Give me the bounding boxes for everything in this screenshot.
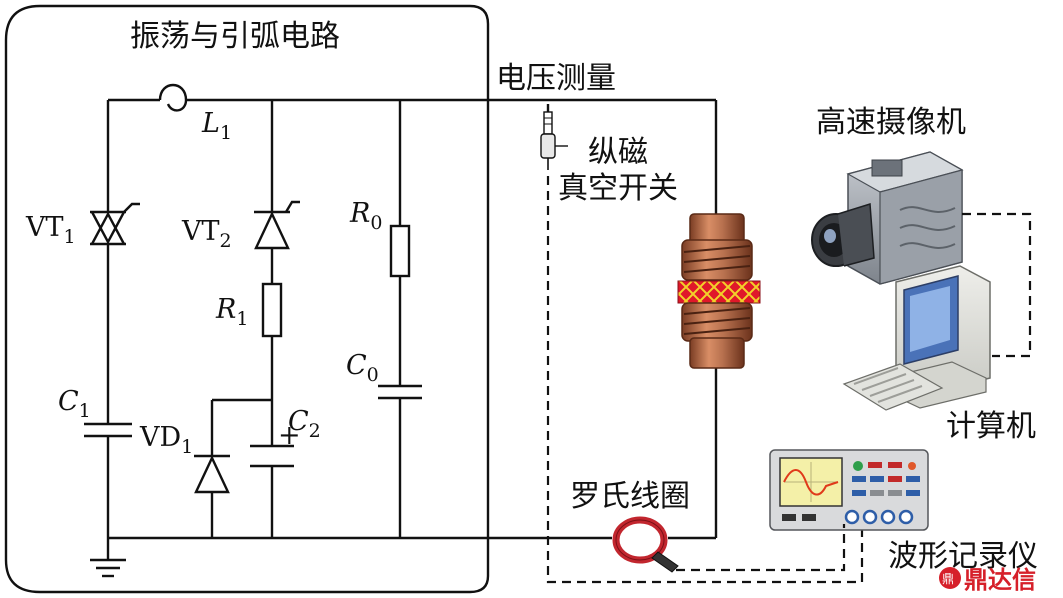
label-vt1: VT1 (25, 212, 76, 248)
label-c1: C1 (58, 386, 91, 422)
camera-label: 高速摄像机 (816, 105, 966, 140)
label-c2: C2 (288, 406, 321, 442)
vacuum-switch-label-line1: 纵磁 (588, 135, 648, 170)
circuit-box (4, 4, 490, 594)
capacitor-c2 (250, 444, 294, 468)
watermark-text: 鼎达信 (964, 566, 1036, 594)
thyristor-vt2 (254, 200, 300, 250)
current-signal-line (676, 524, 846, 572)
label-r0: R0 (349, 198, 382, 234)
voltage-measurement-label: 电压测量 (496, 61, 616, 96)
rogowski-coil-icon (612, 516, 679, 573)
voltage-signal-line (546, 176, 864, 584)
watermark-logo: 鼎 鼎达信 (939, 566, 1036, 594)
oscilloscope-icon (769, 449, 929, 531)
label-c0: C0 (346, 350, 379, 386)
label-l1: L1 (201, 108, 232, 144)
diode-vd1 (194, 454, 230, 494)
label-r1: R1 (215, 294, 248, 330)
capacitor-c1 (84, 422, 132, 438)
circuit-title: 振荡与引弧电路 (130, 19, 340, 54)
rogowski-coil-label: 罗氏线圈 (570, 479, 690, 514)
camera-computer-link (962, 212, 1032, 358)
capacitor-c0 (378, 384, 422, 400)
inductor-l1 (158, 83, 188, 112)
label-vt2: VT2 (181, 216, 232, 252)
resistor-r1 (261, 282, 283, 338)
c2-polarity: + (278, 420, 301, 451)
thyristor-vt1 (90, 202, 140, 246)
svg-text:鼎: 鼎 (942, 572, 954, 586)
computer-icon (842, 265, 991, 411)
circuit-wiring (90, 83, 718, 578)
resistor-r0 (389, 224, 411, 278)
computer-label: 计算机 (946, 409, 1036, 444)
voltage-probe-icon (540, 104, 568, 170)
vacuum-switch-icon (677, 213, 761, 369)
label-vd1: VD1 (139, 422, 193, 458)
waveform-recorder-label: 波形记录仪 (888, 539, 1038, 574)
vacuum-switch-label-line2: 真空开关 (558, 171, 678, 206)
high-speed-camera-icon (811, 151, 964, 285)
